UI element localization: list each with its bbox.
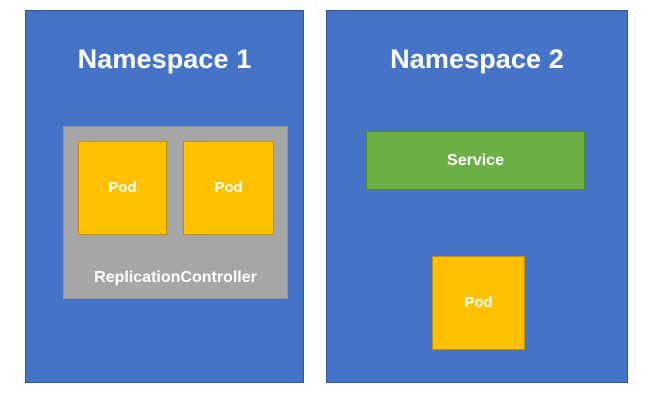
replication-controller-group[interactable]: Pod Pod ReplicationController xyxy=(63,126,288,299)
namespace-2-panel[interactable]: Namespace 2 Service Pod xyxy=(326,10,628,383)
pod-label-ns2: Pod xyxy=(464,294,493,311)
service-box[interactable]: Service xyxy=(366,131,585,190)
pod-box-rc-2[interactable]: Pod xyxy=(183,141,274,235)
namespace-1-title: Namespace 1 xyxy=(77,44,252,74)
pod-label-rc-1: Pod xyxy=(108,179,137,196)
replication-controller-label: ReplicationController xyxy=(94,269,257,286)
pod-label-rc-2: Pod xyxy=(214,179,243,196)
service-label: Service xyxy=(447,151,504,169)
pod-box-ns2[interactable]: Pod xyxy=(432,256,525,350)
pod-box-rc-1[interactable]: Pod xyxy=(78,141,167,235)
namespace-1-panel[interactable]: Namespace 1 Pod Pod ReplicationControlle… xyxy=(25,10,304,383)
namespace-2-title: Namespace 2 xyxy=(390,44,564,74)
